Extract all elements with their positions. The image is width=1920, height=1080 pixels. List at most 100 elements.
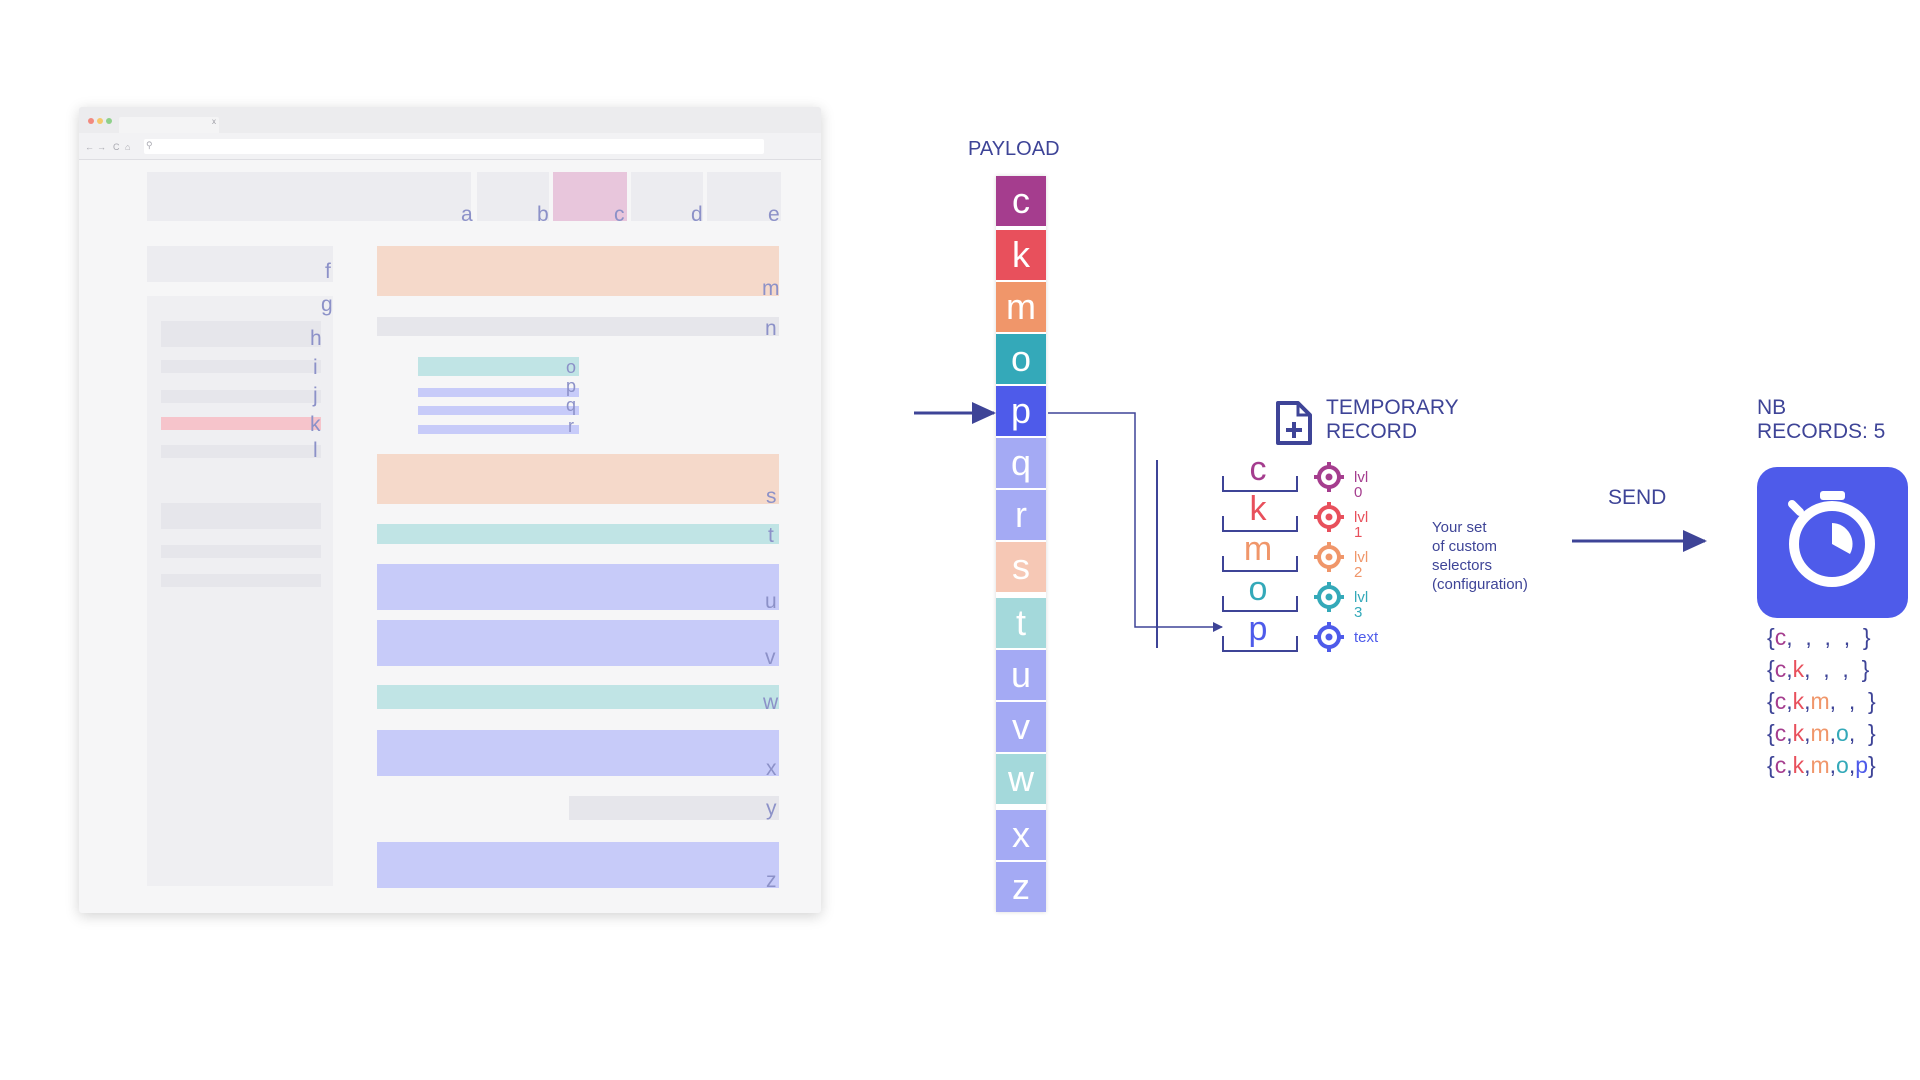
nav-item-b <box>477 172 549 221</box>
payload-cell-z: z <box>996 860 1046 912</box>
record-level-label: lvl 0 <box>1354 469 1369 501</box>
record-value <box>1836 688 1849 714</box>
payload-cell-p: p <box>996 384 1046 436</box>
record-line: {c,k,m,o,p} <box>1767 752 1876 778</box>
record-value: k <box>1792 720 1805 746</box>
record-value: c <box>1774 624 1787 650</box>
record-value: k <box>1792 656 1805 682</box>
content-block-z <box>377 842 779 888</box>
label-n: n <box>765 317 777 340</box>
record-line: {c,k,m, , } <box>1767 688 1876 714</box>
record-value <box>1793 624 1806 650</box>
record-level-label: lvl 1 <box>1354 509 1369 541</box>
record-value: c <box>1774 656 1787 682</box>
search-icon: ⚲ <box>146 140 153 150</box>
label-e: e <box>768 203 780 226</box>
label-x: x <box>766 757 777 780</box>
record-value <box>1855 688 1868 714</box>
sidebar-block-3 <box>161 574 321 587</box>
record-bracket-p <box>1222 636 1298 652</box>
sidebar-block-2 <box>161 545 321 558</box>
selectors-note-line4: (configuration) <box>1432 576 1528 593</box>
content-block-v <box>377 620 779 666</box>
nb-records-title: NB RECORDS: 5 <box>1757 396 1885 444</box>
address-field: ⚲ <box>144 139 764 154</box>
nav-item-e <box>707 172 781 221</box>
record-value: p <box>1855 752 1869 778</box>
label-r: r <box>568 416 574 436</box>
record-value: o <box>1836 720 1849 746</box>
record-bracket-c <box>1222 476 1298 492</box>
content-line-t <box>377 524 779 544</box>
content-banner-s <box>377 454 779 504</box>
record-value: m <box>1810 752 1830 778</box>
content-banner-m <box>377 246 779 296</box>
browser-urlbar: ← → C ⌂ ⚲ <box>79 133 821 160</box>
send-label: SEND <box>1608 486 1667 509</box>
record-value <box>1812 624 1825 650</box>
crosshair-icon <box>1314 542 1344 572</box>
payload-cell-q: q <box>996 436 1046 488</box>
record-letter-c: c <box>1249 450 1267 488</box>
payload-cell-t: t <box>996 596 1046 648</box>
record-value: c <box>1774 752 1787 778</box>
label-h: h <box>310 327 322 350</box>
crosshair-icon <box>1314 502 1344 532</box>
nb-records-line1: NB <box>1757 396 1787 419</box>
record-letter-m: m <box>1243 530 1273 568</box>
sidebar-item-i <box>161 360 321 373</box>
label-j: j <box>313 384 318 407</box>
content-line-w <box>377 685 779 709</box>
payload-cell-c: c <box>996 176 1046 226</box>
close-dot-icon <box>88 118 94 124</box>
record-bracket-m <box>1222 556 1298 572</box>
content-line-y <box>569 796 779 820</box>
crosshair-icon <box>1314 462 1344 492</box>
sidebar-heading <box>161 321 321 347</box>
label-v: v <box>765 646 776 669</box>
label-l: l <box>313 439 318 462</box>
header-bar <box>147 172 471 221</box>
record-value: m <box>1810 688 1830 714</box>
sidebar-item-k-highlighted <box>161 417 321 430</box>
content-item-q <box>418 406 579 415</box>
label-a: a <box>461 203 473 226</box>
record-value: c <box>1774 720 1787 746</box>
record-value: k <box>1792 752 1805 778</box>
content-line-n <box>377 317 779 336</box>
record-bracket-o <box>1222 596 1298 612</box>
payload-cell-k: k <box>996 228 1046 280</box>
payload-cell-r: r <box>996 488 1046 540</box>
label-o: o <box>566 357 577 377</box>
selectors-note-line1: Your set <box>1432 519 1487 536</box>
record-value: c <box>1774 688 1787 714</box>
nav-item-c <box>553 172 627 221</box>
record-value: k <box>1792 688 1805 714</box>
nav-item-d <box>631 172 703 221</box>
maximize-dot-icon <box>106 118 112 124</box>
label-c: c <box>614 203 625 226</box>
stopwatch-icon <box>1788 491 1875 587</box>
record-line: {c, , , , } <box>1767 624 1871 650</box>
record-value <box>1830 656 1843 682</box>
record-connector <box>1048 412 1223 632</box>
payload-cell-x: x <box>996 808 1046 860</box>
temporary-record-title-line2: RECORD <box>1326 420 1418 443</box>
record-level-label: lvl 2 <box>1354 549 1369 581</box>
record-value <box>1810 656 1823 682</box>
selectors-note: Your set of custom selectors (configurat… <box>1432 518 1528 594</box>
selectors-note-line3: selectors <box>1432 557 1493 574</box>
payload-title: PAYLOAD <box>968 138 1060 160</box>
content-block-x <box>377 730 779 776</box>
sidebar-item-l <box>161 445 321 458</box>
label-k: k <box>310 413 321 436</box>
record-level-label: text <box>1354 629 1379 646</box>
minimize-dot-icon <box>97 118 103 124</box>
stopwatch-app-tile <box>1757 467 1908 618</box>
content-item-p <box>418 388 579 397</box>
payload-cell-w: w <box>996 752 1046 804</box>
label-z: z <box>766 869 777 892</box>
payload-cell-o: o <box>996 332 1046 384</box>
